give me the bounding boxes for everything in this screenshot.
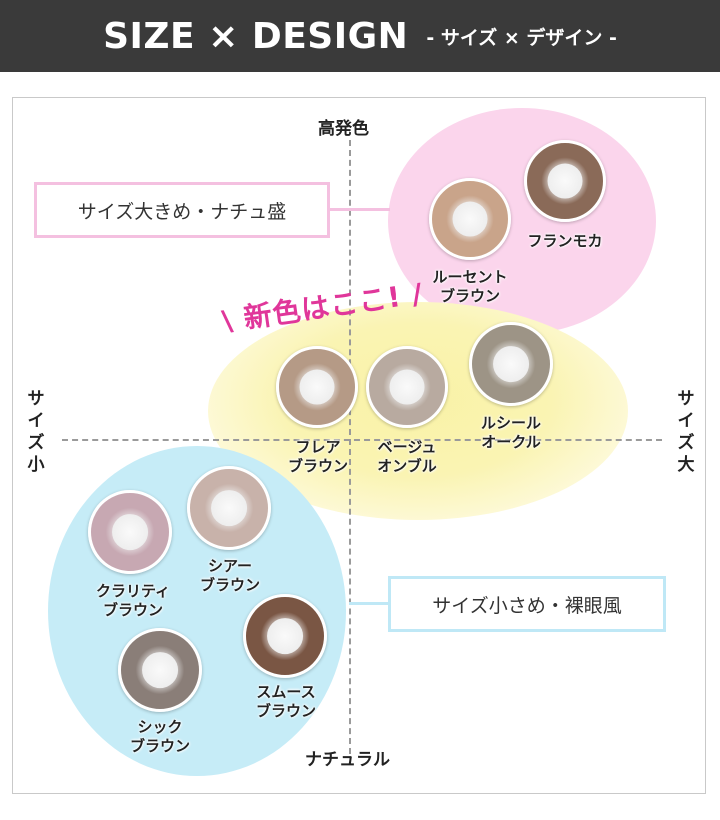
lens-color-sheer: ブラウン xyxy=(199,576,261,594)
lens-label-beige-ombre: ベージュ オンブル xyxy=(377,438,437,476)
lens-sheer-brown xyxy=(187,466,271,550)
pink-callout-leader xyxy=(330,208,390,211)
lens-flare-brown xyxy=(276,346,358,428)
lens-lucent-brown xyxy=(429,178,511,260)
lens-label-flare-brown: フレア ブラウン xyxy=(288,438,348,476)
lens-color-chic: ブラウン xyxy=(129,737,191,755)
lens-color-beige: オンブル xyxy=(377,457,437,475)
page-subtitle: - サイズ × デザイン - xyxy=(426,26,617,49)
lens-name-lucent: ルーセント xyxy=(432,268,508,286)
lens-color-clarity: ブラウン xyxy=(102,601,164,619)
lens-color-lucille: オークル xyxy=(481,433,541,451)
horizontal-axis xyxy=(62,439,662,441)
lens-label-chic-brown: シック ブラウン xyxy=(130,718,190,756)
callout-small-size: サイズ小さめ・裸眼風 xyxy=(388,576,666,632)
axis-label-right: サイズ大 xyxy=(677,389,695,475)
diagram-frame xyxy=(12,97,706,794)
axis-label-left: サイズ小 xyxy=(27,389,45,475)
lens-beige-ombre xyxy=(366,346,448,428)
page-title: SIZE × DESIGN xyxy=(103,15,409,57)
lens-name-smooth: スムース xyxy=(256,683,316,701)
lens-name-chic: シック xyxy=(137,718,183,736)
vertical-axis xyxy=(349,140,351,754)
lens-color-smooth: ブラウン xyxy=(255,702,317,720)
lens-name-sheer: シアー xyxy=(207,557,253,575)
lens-name-flare: フレア xyxy=(295,438,341,456)
axis-label-bottom: ナチュラル xyxy=(305,750,390,770)
blue-callout-leader xyxy=(349,602,389,605)
lens-name-fran-mocha: フランモカ xyxy=(527,232,603,250)
lens-lucille-ochre xyxy=(469,322,553,406)
lens-label-sheer-brown: シアー ブラウン xyxy=(200,557,260,595)
callout-large-size: サイズ大きめ・ナチュ盛 xyxy=(34,182,330,238)
lens-label-smooth-brown: スムース ブラウン xyxy=(256,683,316,721)
lens-label-lucille-ochre: ルシール オークル xyxy=(481,414,541,452)
page-header: SIZE × DESIGN - サイズ × デザイン - xyxy=(0,0,720,72)
lens-label-fran-mocha: フランモカ xyxy=(527,232,602,251)
axis-label-top: 高発色 xyxy=(318,119,369,139)
lens-name-clarity: クラリティ xyxy=(95,582,171,600)
lens-color-lucent: ブラウン xyxy=(439,287,501,305)
lens-smooth-brown xyxy=(243,594,327,678)
lens-label-lucent-brown: ルーセント ブラウン xyxy=(432,268,507,306)
lens-fran-mocha xyxy=(524,140,606,222)
lens-chic-brown xyxy=(118,628,202,712)
lens-color-flare: ブラウン xyxy=(287,457,349,475)
lens-name-beige: ベージュ xyxy=(377,438,437,456)
lens-clarity-brown xyxy=(88,490,172,574)
lens-name-lucille: ルシール xyxy=(480,414,542,432)
lens-label-clarity-brown: クラリティ ブラウン xyxy=(96,582,170,620)
